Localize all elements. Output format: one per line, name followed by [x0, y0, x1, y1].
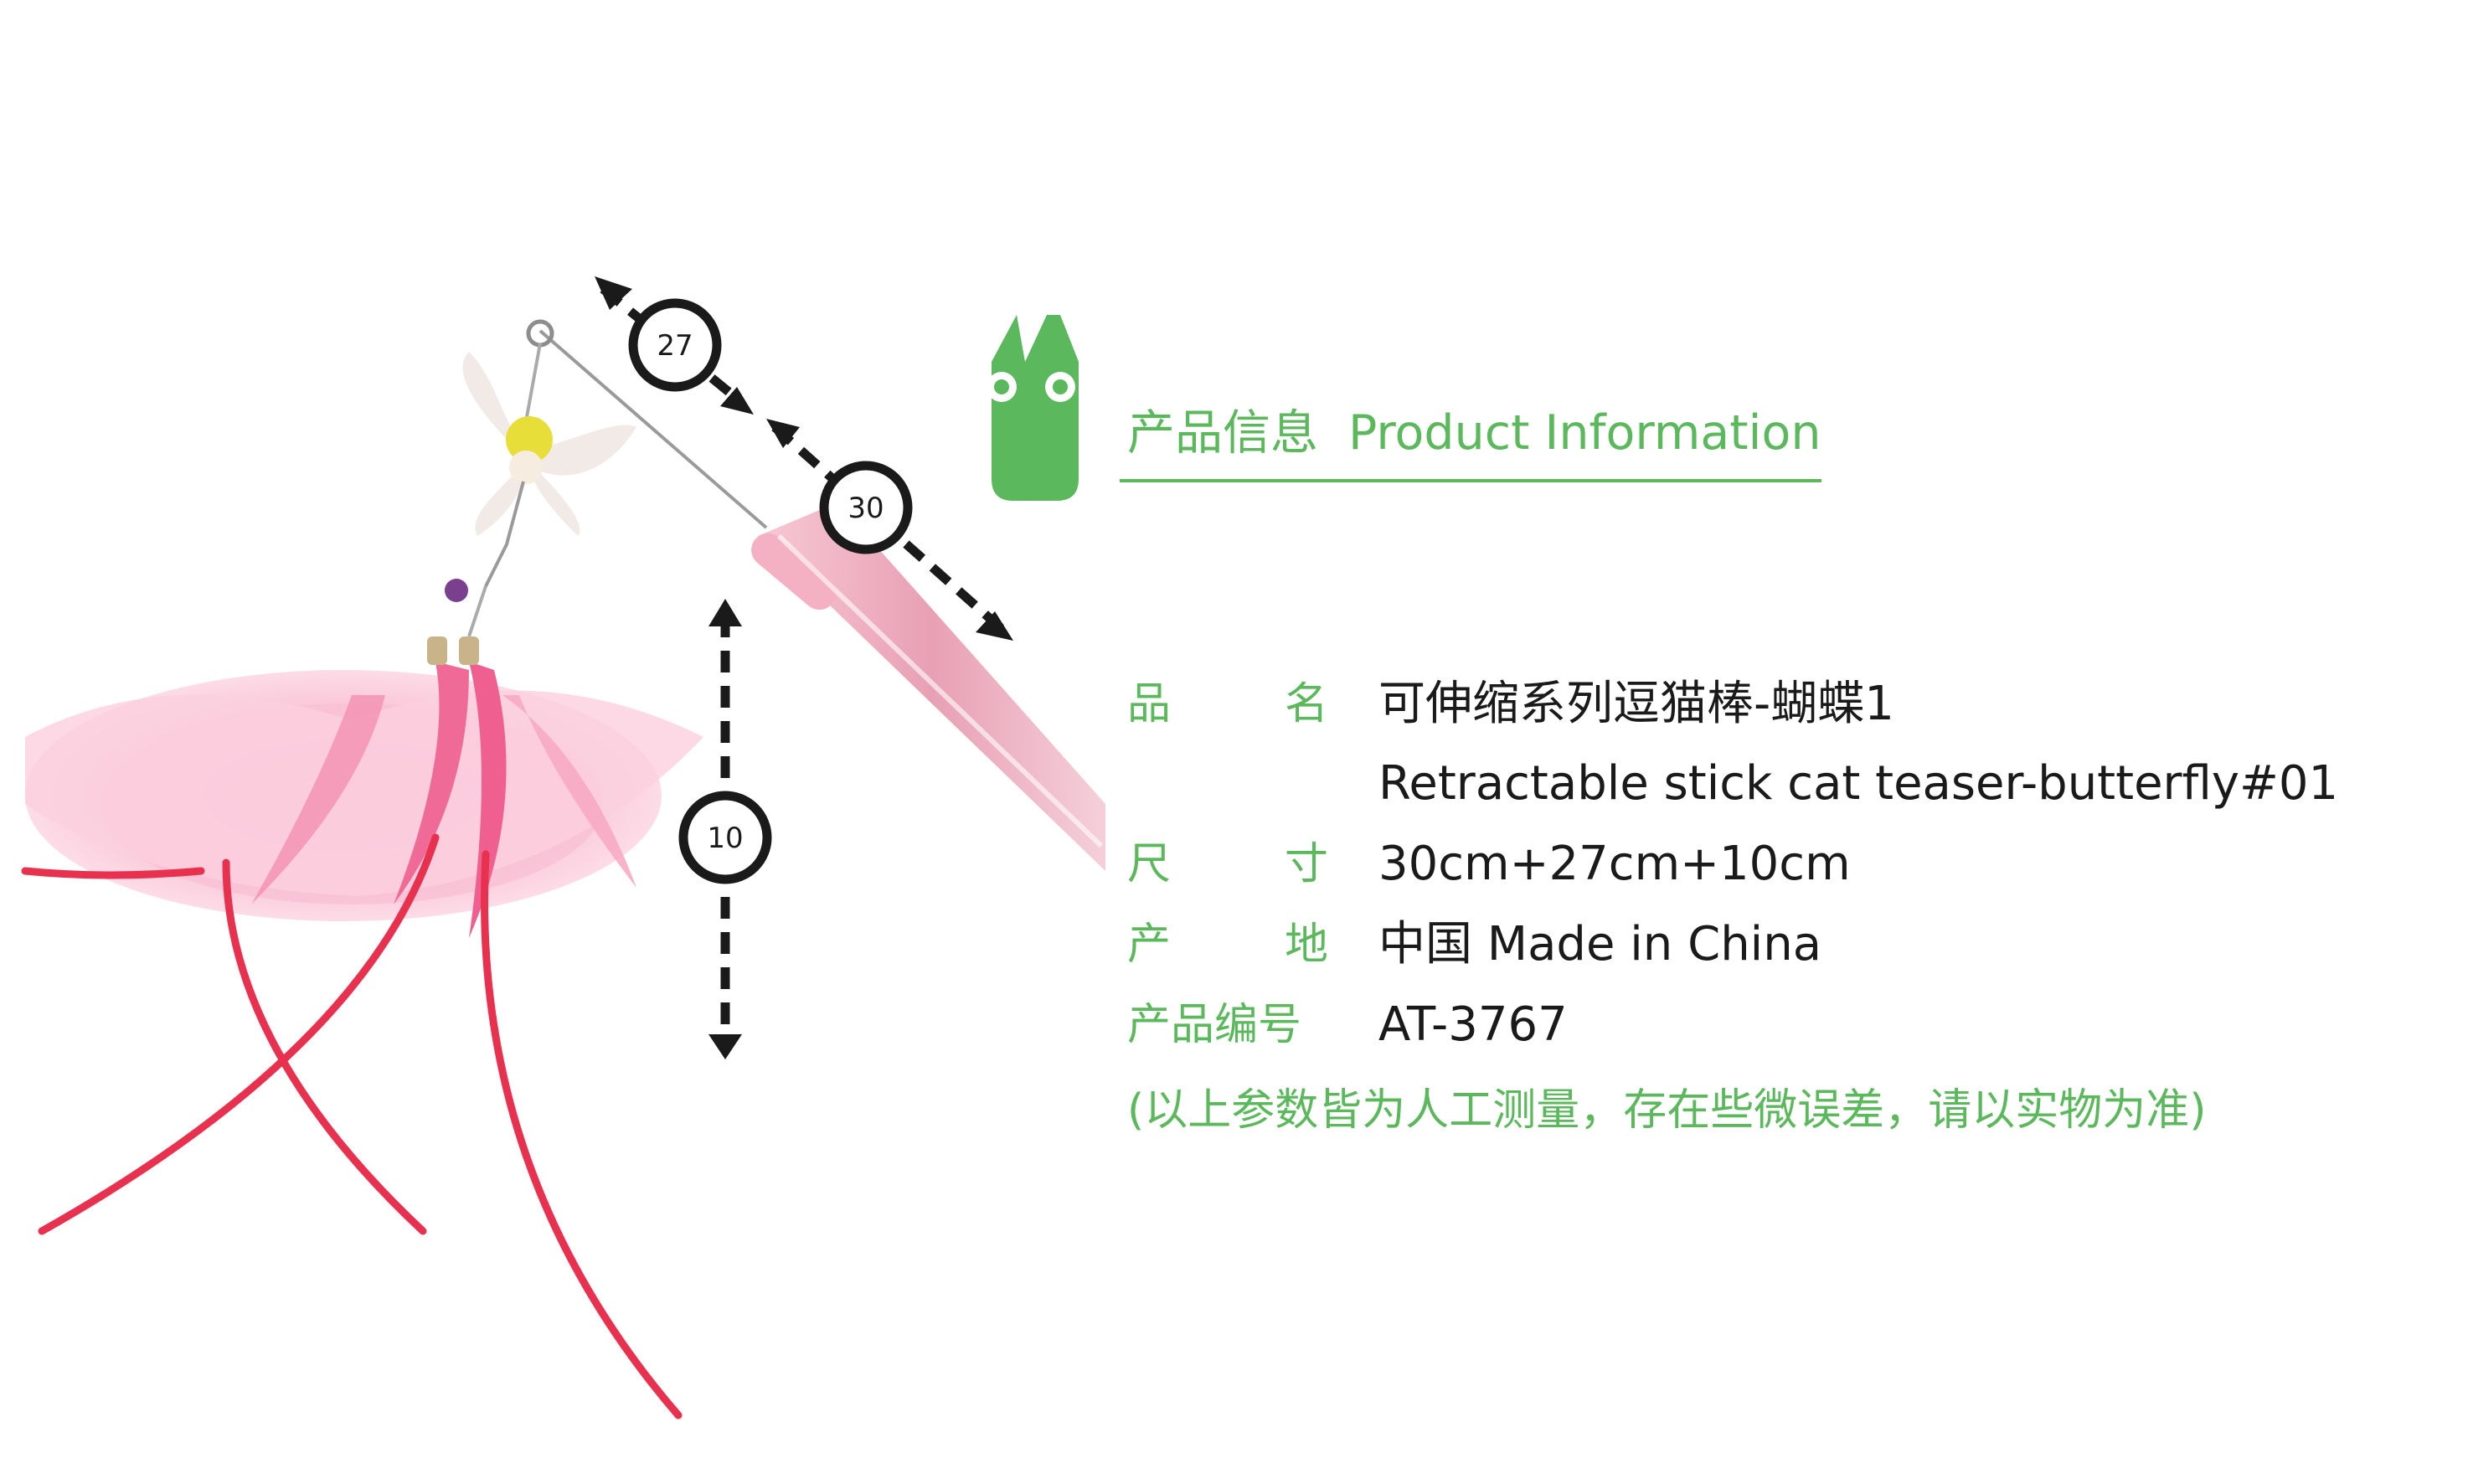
field-code-value: AT-3767 — [1378, 997, 1568, 1052]
dimension-badge-10: 10 — [678, 791, 772, 884]
mascot-logo — [987, 315, 1079, 501]
wire-ring — [526, 319, 554, 348]
field-size-value: 30cm+27cm+10cm — [1378, 837, 1851, 891]
section-title: 产品信息 Product Information — [1127, 404, 1821, 462]
field-name-value-cn: 可伸缩系列逗猫棒-蝴蝶1 — [1378, 677, 1894, 731]
svg-text:30: 30 — [848, 492, 884, 525]
ribbons — [21, 833, 683, 1420]
measurement-note: (以上参数皆为人工测量，存在些微误差，请以实物为准) — [1127, 1085, 2207, 1136]
field-size-label: 尺 寸 — [1127, 839, 1328, 889]
svg-text:10: 10 — [707, 822, 743, 855]
field-code-label: 产品编号 — [1127, 1000, 1302, 1050]
stick-handle — [751, 502, 1105, 871]
stick-wire — [538, 329, 768, 529]
arrow-heads — [595, 276, 1013, 1059]
field-name-label: 品 名 — [1127, 679, 1328, 729]
butterfly-charm — [445, 343, 636, 637]
title-cn: 产品信息 — [1127, 405, 1318, 461]
field-origin-label: 产 地 — [1127, 920, 1328, 970]
title-en: Product Information — [1348, 405, 1821, 461]
field-name-value-en: Retractable stick cat teaser-butterfly#0… — [1378, 756, 2339, 811]
product-illustration: 27 30 10 — [21, 276, 1105, 1420]
feather-tuft — [25, 636, 703, 938]
svg-text:27: 27 — [657, 329, 693, 363]
field-origin-value: 中国 Made in China — [1378, 917, 1822, 971]
dimension-badge-30: 30 — [819, 461, 913, 554]
title-underline — [1120, 479, 1821, 482]
dimension-badge-27: 27 — [628, 298, 722, 392]
